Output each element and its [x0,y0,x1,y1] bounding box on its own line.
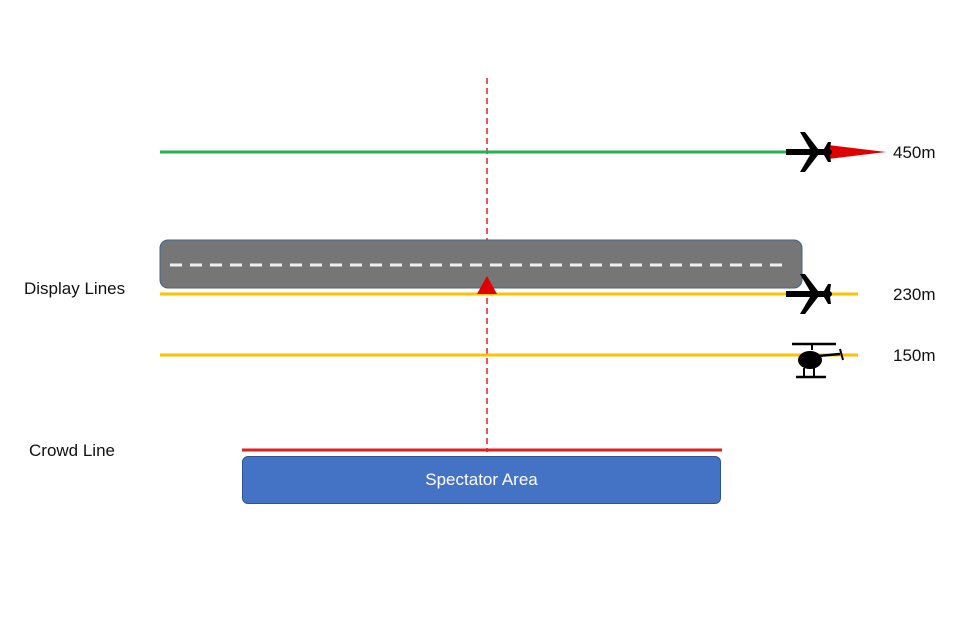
direction-arrow [828,145,886,159]
airplane-icon [786,274,832,314]
helicopter-icon [792,342,844,379]
airplane-icon [786,132,832,172]
spectator-area: Spectator Area [242,456,721,504]
spectator-area-label: Spectator Area [425,470,538,489]
display-lines-label: Display Lines [24,279,126,298]
altitude-label-450m: 450m [893,143,936,162]
crowd-line-label: Crowd Line [29,441,115,460]
altitude-label-150m: 150m [893,346,936,365]
center-arrow-head [477,276,497,294]
altitude-label-230m: 230m [893,285,936,304]
